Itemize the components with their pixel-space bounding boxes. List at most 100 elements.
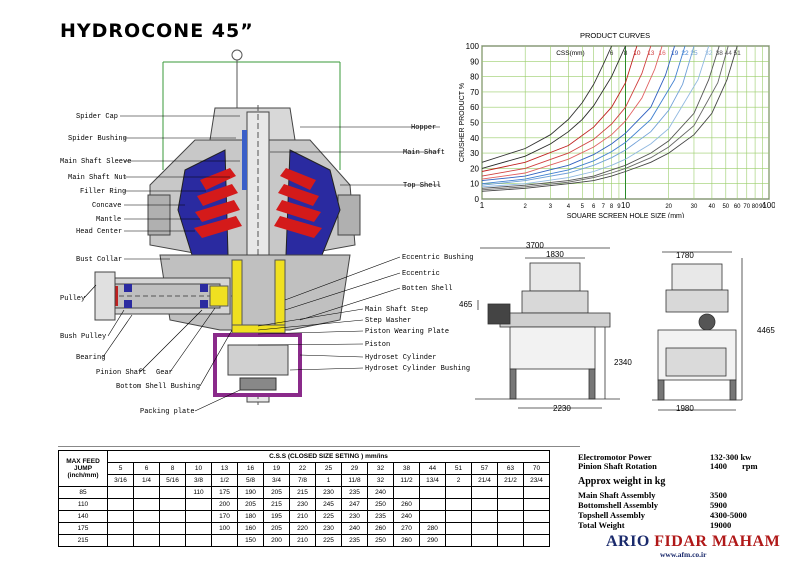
eccentric [231, 259, 243, 331]
css-mm-cell: 38 [393, 462, 420, 475]
side-bottom-width: 1980 [676, 404, 694, 413]
x-tick-label: 7 [602, 204, 606, 210]
css-inch-cell: 13/4 [419, 474, 446, 487]
capacity-cell: 247 [341, 498, 368, 511]
capacity-cell: 205 [237, 498, 264, 511]
page-title: HYDROCONE 45” [60, 20, 254, 42]
x-tick-label: 9 [617, 204, 621, 210]
x-tick-label: 80 [752, 204, 759, 210]
css-inch-cell: 5/8 [237, 474, 264, 487]
capacity-cell [133, 510, 160, 523]
brand-url: www.afm.co.ir [660, 550, 707, 559]
pinion-label: Pinion Shaft Rotation [578, 461, 657, 471]
part-label: Main Shaft Sleeve [60, 158, 132, 166]
css-inch-cell: 11/8 [341, 474, 368, 487]
capacity-cell: 290 [419, 534, 446, 547]
x-axis-label: SQUARE SCREEN HOLE SIZE (mm) [567, 213, 684, 218]
series-line [481, 45, 652, 177]
mantle-right [274, 168, 322, 238]
capacity-cell [445, 510, 472, 523]
capacity-cell: 215 [263, 498, 290, 511]
series-label: 6 [610, 50, 614, 57]
capacity-cell [159, 486, 186, 499]
capacity-cell [107, 498, 134, 511]
css-mm-cell: 13 [211, 462, 238, 475]
capacity-cell: 160 [237, 522, 264, 535]
capacity-cell: 110 [185, 486, 212, 499]
x-tick-label: 90 [759, 204, 766, 210]
capacity-cell [523, 510, 550, 523]
capacity-cell: 180 [237, 510, 264, 523]
css-mm-cell: 63 [497, 462, 524, 475]
y-tick-label: 100 [466, 42, 480, 51]
part-label: Pinion Shaft [96, 369, 147, 377]
capacity-cell [107, 534, 134, 547]
front-elevation-drawing [475, 247, 620, 409]
y-tick-label: 40 [470, 134, 479, 143]
part-label: Packing plate [140, 408, 195, 416]
capacity-cell [497, 510, 524, 523]
part-label: Bottom Shell Bushing [116, 383, 201, 391]
css-mm-cell: 25 [315, 462, 342, 475]
capacity-cell [497, 534, 524, 547]
series-line [481, 45, 729, 191]
capacity-cell: 200 [211, 498, 238, 511]
top-value: 4300-5000 [710, 510, 747, 520]
capacity-cell: 250 [367, 534, 394, 547]
capacity-cell: 100 [211, 522, 238, 535]
capacity-cell: 235 [341, 486, 368, 499]
capacity-cell [523, 486, 550, 499]
capacity-cell: 205 [263, 522, 290, 535]
main-shaft-value: 3500 [710, 490, 727, 500]
brand-part1: ARIO [606, 533, 650, 550]
css-mm-cell: 19 [263, 462, 290, 475]
side-height: 4465 [757, 326, 775, 335]
part-label: Gear [156, 369, 173, 377]
capacity-cell: 260 [393, 534, 420, 547]
bottom-value: 5900 [710, 500, 727, 510]
part-label: Main Shaft [403, 149, 446, 157]
brand-part2: FIDAR MAHAM [654, 533, 781, 550]
pulley [94, 271, 116, 321]
capacity-cell [107, 486, 134, 499]
capacity-cell [393, 486, 420, 499]
part-label: Head Center [76, 228, 123, 236]
part-label: Eccentric [402, 270, 440, 278]
css-inch-cell: 3/4 [263, 474, 290, 487]
capacity-cell [523, 522, 550, 535]
css-inch-cell: 5/16 [159, 474, 186, 487]
separator [58, 446, 580, 447]
capacity-cell [211, 534, 238, 547]
series-line [481, 45, 738, 192]
series-label: 51 [734, 50, 742, 57]
x-tick-label: 6 [592, 204, 596, 210]
capacity-cell [471, 510, 498, 523]
y-tick-label: 0 [475, 195, 480, 204]
x-tick-label: 2 [524, 204, 528, 210]
css-inch-cell: 21/4 [471, 474, 498, 487]
css-mm-cell: 32 [367, 462, 394, 475]
capacity-cell [133, 498, 160, 511]
part-label: Hydroset Cylinder Bushing [365, 365, 471, 373]
css-inch-cell: 7/8 [289, 474, 316, 487]
feed-cell: 215 [58, 534, 108, 547]
capacity-cell: 170 [211, 510, 238, 523]
series-label: 22 [681, 50, 689, 57]
capacity-cell: 230 [289, 498, 316, 511]
series-line [481, 45, 626, 169]
css-inch-cell: 32 [367, 474, 394, 487]
x-tick-label: 60 [734, 204, 741, 210]
part-label: Pulley [60, 295, 86, 303]
css-inch-cell: 1/2 [211, 474, 238, 487]
series-label: 38 [716, 50, 724, 57]
x-tick-label: 1 [480, 201, 485, 210]
css-inch-cell: 1 [315, 474, 342, 487]
capacity-cell: 280 [419, 522, 446, 535]
css-mm-cell: 22 [289, 462, 316, 475]
weight-title: Approx weight in kg [578, 476, 666, 487]
capacity-cell: 200 [263, 534, 290, 547]
